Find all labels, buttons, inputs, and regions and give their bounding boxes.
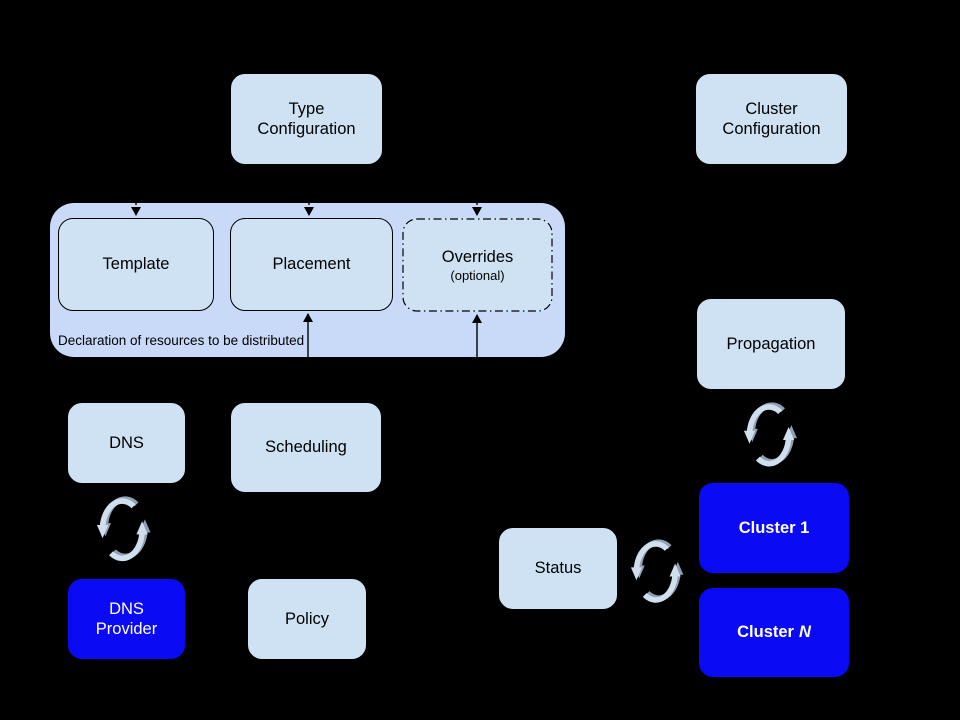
dash-dot-border (402, 218, 553, 312)
node-dns-provider: DNS Provider (67, 578, 186, 660)
node-label: Propagation (726, 334, 816, 353)
node-label: Template (102, 255, 170, 274)
node-label: Type (288, 99, 325, 118)
node-placement: Placement (230, 218, 393, 311)
node-label: Cluster 1 (738, 518, 810, 537)
declaration-note: Declaration of resources to be distribut… (58, 333, 305, 348)
node-overrides: Overrides (optional) (402, 218, 553, 312)
node-dns: DNS (67, 402, 186, 484)
node-sublabel: (optional) (450, 267, 505, 283)
node-label: Scheduling (265, 438, 347, 457)
node-label: Status (534, 559, 582, 578)
node-label: Placement (272, 255, 351, 274)
node-propagation: Propagation (696, 298, 846, 390)
node-cluster-configuration: Cluster Configuration (695, 73, 848, 165)
node-label: Configuration (722, 120, 821, 138)
node-label: Policy (284, 609, 329, 628)
node-label: Overrides (441, 247, 514, 266)
sync-icon (744, 405, 797, 464)
node-cluster-1: Cluster 1 (698, 482, 850, 574)
node-scheduling: Scheduling (230, 402, 382, 493)
node-label: DNS (109, 599, 144, 618)
node-label: Configuration (257, 120, 356, 138)
node-label: Provider (95, 620, 158, 638)
node-label: DNS (109, 433, 144, 452)
node-template: Template (58, 218, 214, 311)
sync-icon (97, 499, 151, 558)
node-type-configuration: Type Configuration (230, 73, 383, 165)
node-status: Status (498, 527, 618, 610)
sync-icon (631, 542, 683, 600)
node-policy: Policy (247, 578, 367, 660)
node-label: Cluster (745, 99, 798, 118)
